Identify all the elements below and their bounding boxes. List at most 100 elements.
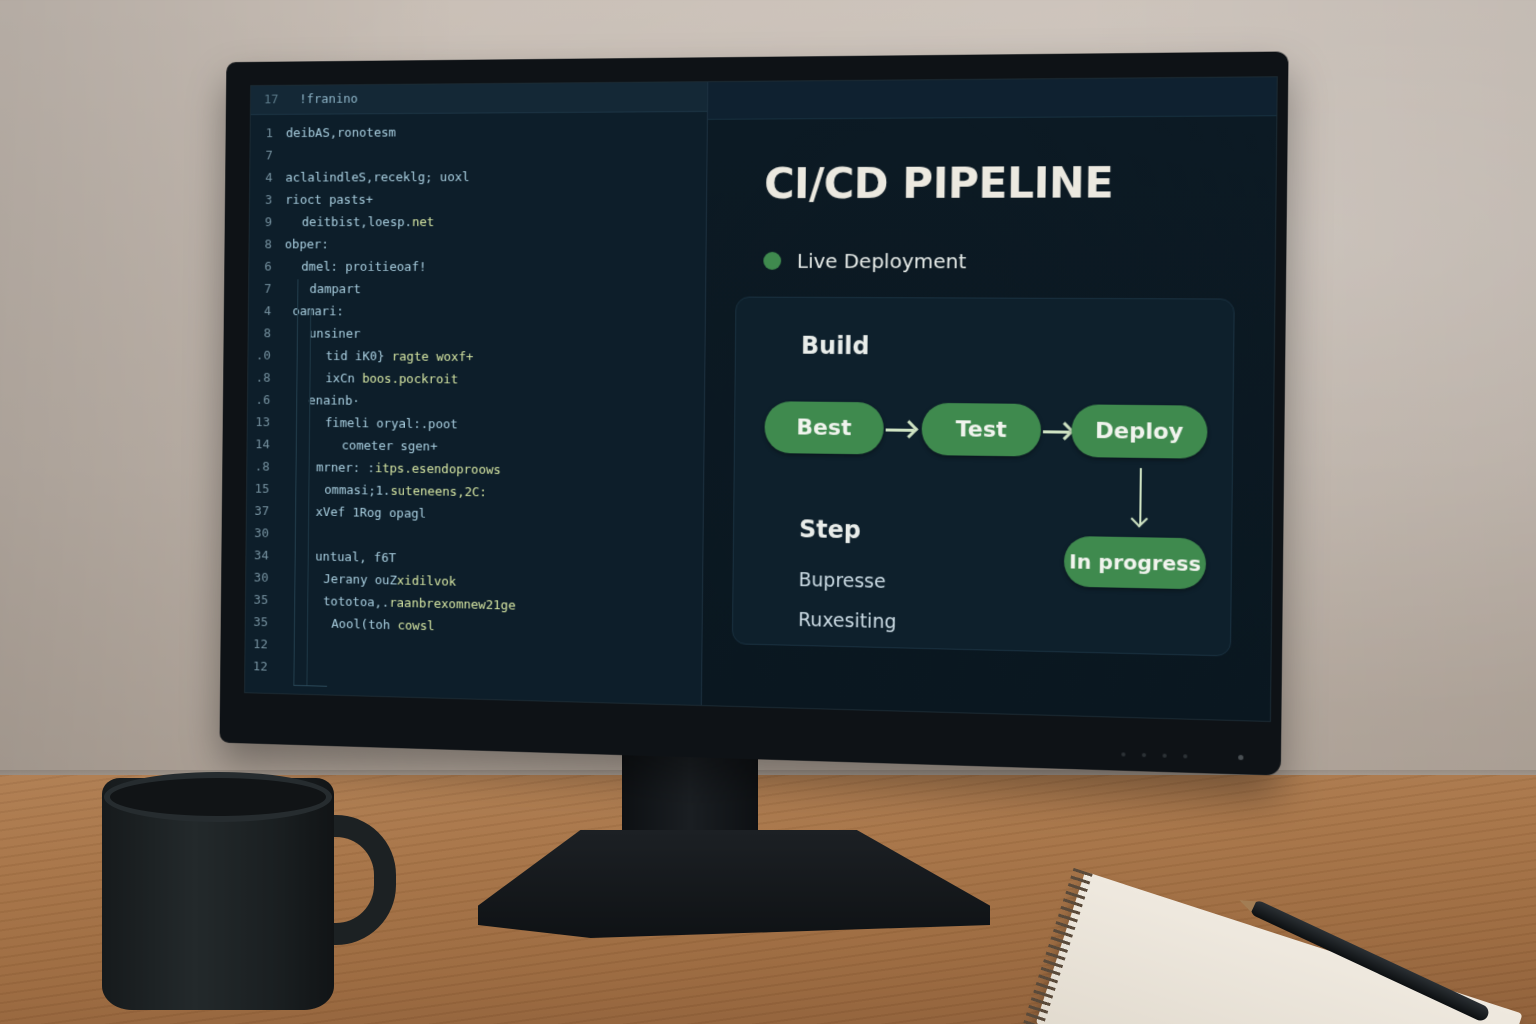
line-number: 14	[255, 437, 270, 453]
code-line[interactable]: 4 oamari:	[249, 300, 705, 325]
code-token: fimeli oryal:.poot	[324, 416, 458, 433]
code-text: xVef 1Rog opagl	[282, 505, 427, 522]
code-string-token: cowsl	[397, 618, 435, 635]
code-text: obper:	[285, 238, 329, 253]
line-number: .8	[254, 459, 270, 475]
code-line[interactable]: 7 dampart	[249, 278, 705, 302]
code-text: cometer sgen+	[283, 438, 438, 455]
pipeline-card: Build Best Test Deploy Step In progress …	[731, 296, 1235, 657]
line-number: 3	[264, 193, 273, 208]
line-number: 13	[255, 415, 271, 431]
code-token: enainb·	[308, 393, 360, 409]
code-line[interactable]: 8 unsiner	[249, 323, 705, 348]
line-number: 1	[265, 126, 273, 142]
code-token: Jerany ouZ	[323, 572, 397, 589]
code-editor-pane[interactable]: 17 !franino 1 deibAS,ronotesm 7 4 aclalindle…	[245, 82, 709, 706]
live-status: Live Deployment	[763, 249, 966, 273]
code-token: mrner: :	[316, 460, 375, 477]
arrow-right-icon	[885, 428, 914, 432]
code-token: xVef 1Rog opagl	[315, 505, 427, 522]
page-title: CI/CD PIPELINE	[763, 157, 1114, 209]
code-line[interactable]: 6 dmel: proitieoaf!	[249, 256, 705, 280]
monitor-button[interactable]	[1162, 753, 1167, 758]
line-number: 9	[264, 215, 273, 230]
code-token: ixCn	[325, 371, 363, 387]
code-token: ommasi;1.	[324, 483, 391, 499]
code-text: tid iK0} ragte woxf+	[284, 349, 474, 365]
code-text: ommasi;1.suteneens,2C:	[282, 482, 487, 500]
code-token: untual, f6T	[315, 549, 397, 566]
stage-test-button[interactable]: Test	[921, 402, 1042, 457]
code-text: Aool(toh cowsl	[281, 616, 435, 635]
line-number: 7	[265, 148, 273, 164]
line-number: 8	[264, 237, 272, 253]
substep-item: Ruxesiting	[798, 608, 897, 634]
monitor-screen: 17 !franino 1 deibAS,ronotesm 7 4 aclalindle…	[244, 76, 1278, 723]
line-number: 34	[254, 548, 269, 564]
line-number: 7	[263, 282, 272, 297]
mug-rim	[104, 772, 332, 822]
line-number: 35	[253, 615, 269, 631]
line-number: .6	[255, 393, 271, 408]
code-line[interactable]: 4 aclalindleS,receklg; uoxl	[250, 165, 706, 189]
code-text: deibAS,ronotesm	[286, 126, 396, 141]
code-string-token: suteneens,2C:	[390, 484, 487, 501]
code-string-token: itps.esendoproows	[374, 461, 502, 478]
code-token: oamari:	[292, 304, 344, 320]
line-number: 37	[254, 504, 270, 519]
line-number: .8	[255, 370, 271, 386]
tab-label: !franino	[299, 91, 358, 107]
editor-tab[interactable]: 17 !franino	[250, 82, 708, 116]
code-line[interactable]: 3 rioct pasts+	[250, 188, 706, 211]
code-text: mrner: :itps.esendoproows	[282, 460, 501, 478]
code-token: deibAS,ronotesm	[285, 125, 396, 141]
line-number: 12	[253, 637, 268, 653]
monitor-button[interactable]	[1183, 754, 1188, 759]
line-number: 6	[264, 259, 272, 275]
pipeline-pane: CI/CD PIPELINE Live Deployment Build Bes…	[701, 77, 1277, 721]
code-token: tid iK0}	[325, 349, 392, 365]
code-text: rioct pasts+	[285, 193, 373, 208]
code-string-token: boos.pockroit	[362, 371, 459, 388]
code-lines[interactable]: 1 deibAS,ronotesm 7 4 aclalindleS,receklg; u…	[245, 112, 707, 690]
arrow-right-icon	[1042, 430, 1070, 434]
code-line[interactable]: 1 deibAS,ronotesm	[251, 120, 707, 145]
build-heading: Build	[800, 331, 870, 361]
in-progress-badge[interactable]: In progress	[1063, 535, 1207, 590]
code-text: oamari:	[284, 304, 344, 320]
indent-guide-end	[293, 684, 328, 687]
line-number: 4	[263, 304, 272, 319]
code-token: aclalindleS,receklg; uoxl	[285, 170, 470, 186]
stage-deploy-button[interactable]: Deploy	[1071, 404, 1208, 459]
monitor-button[interactable]	[1141, 752, 1147, 758]
power-led-icon	[1238, 754, 1244, 761]
line-number: 8	[263, 326, 271, 342]
code-token: Aool(toh	[331, 617, 398, 634]
code-token: unsiner	[308, 326, 361, 342]
code-string-token: xidilvok	[396, 573, 457, 590]
code-line[interactable]: 8 obper:	[249, 234, 705, 257]
stage-best-button[interactable]: Best	[764, 401, 884, 455]
code-token: deitbist,loesp.	[301, 215, 413, 230]
code-token: tototoa,.	[323, 594, 390, 611]
monitor-buttons	[1121, 752, 1188, 759]
code-text: untual, f6T	[282, 549, 397, 566]
line-number: 4	[265, 170, 273, 186]
code-line[interactable]: 9 deitbist,loesp.net	[250, 211, 706, 234]
line-number: 12	[252, 659, 268, 675]
code-text: unsiner	[284, 326, 361, 342]
code-text: tototoa,.raanbrexomnew21ge	[281, 594, 516, 614]
code-text: dampart	[284, 282, 360, 297]
code-text: enainb·	[283, 393, 360, 409]
monitor-button[interactable]	[1121, 752, 1126, 757]
code-text: aclalindleS,receklg; uoxl	[285, 170, 469, 185]
status-dot-icon	[763, 251, 782, 270]
code-string-token: ragte woxf+	[391, 349, 474, 365]
code-line[interactable]: 7	[250, 143, 706, 168]
code-token: rioct pasts+	[285, 192, 374, 208]
line-number: 30	[253, 570, 269, 586]
line-number: 35	[253, 593, 269, 608]
code-text: deitbist,loesp.net	[285, 215, 435, 230]
tab-line-number: 17	[263, 92, 279, 108]
code-token: dmel: proitieoaf!	[301, 259, 427, 275]
